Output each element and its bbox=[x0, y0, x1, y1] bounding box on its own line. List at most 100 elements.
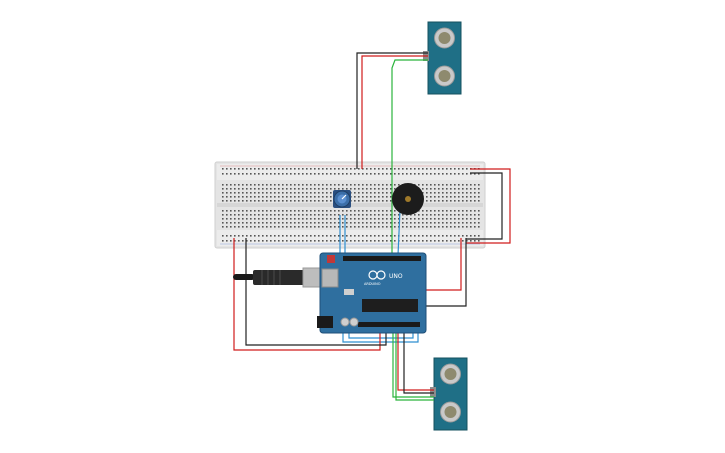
breadboard-hole bbox=[434, 218, 436, 220]
breadboard-hole bbox=[358, 200, 360, 202]
breadboard-hole bbox=[262, 214, 264, 216]
breadboard-hole bbox=[438, 196, 440, 198]
breadboard-hole bbox=[466, 184, 468, 186]
breadboard-hole bbox=[318, 214, 320, 216]
breadboard-hole bbox=[374, 168, 376, 170]
breadboard-hole bbox=[286, 192, 288, 194]
breadboard-hole bbox=[318, 226, 320, 228]
ultrasonic-sensor-bottom[interactable] bbox=[430, 357, 468, 431]
breadboard-hole bbox=[402, 218, 404, 220]
breadboard-hole bbox=[426, 240, 428, 242]
breadboard-hole bbox=[222, 192, 224, 194]
breadboard-hole bbox=[390, 240, 392, 242]
breadboard-hole bbox=[434, 173, 436, 175]
breadboard-hole bbox=[254, 210, 256, 212]
breadboard-hole bbox=[446, 214, 448, 216]
breadboard-hole bbox=[266, 196, 268, 198]
breadboard-hole bbox=[286, 173, 288, 175]
breadboard-hole bbox=[346, 214, 348, 216]
buzzer-center bbox=[405, 196, 411, 202]
breadboard[interactable] bbox=[214, 161, 486, 249]
breadboard-hole bbox=[406, 173, 408, 175]
breadboard-hole bbox=[266, 218, 268, 220]
breadboard-hole bbox=[386, 210, 388, 212]
breadboard-hole bbox=[350, 168, 352, 170]
breadboard-hole bbox=[326, 184, 328, 186]
breadboard-hole bbox=[302, 222, 304, 224]
breadboard-hole bbox=[282, 226, 284, 228]
breadboard-hole bbox=[246, 168, 248, 170]
breadboard-hole bbox=[362, 222, 364, 224]
breadboard-hole bbox=[254, 235, 256, 237]
breadboard-hole bbox=[306, 188, 308, 190]
piezo-buzzer[interactable] bbox=[392, 183, 424, 215]
breadboard-hole bbox=[314, 210, 316, 212]
breadboard-hole bbox=[402, 240, 404, 242]
ultrasonic-sensor-top[interactable] bbox=[423, 21, 462, 95]
breadboard-hole bbox=[430, 235, 432, 237]
breadboard-hole bbox=[346, 226, 348, 228]
breadboard-hole bbox=[430, 226, 432, 228]
breadboard-hole bbox=[378, 173, 380, 175]
breadboard-hole bbox=[274, 222, 276, 224]
breadboard-hole bbox=[226, 210, 228, 212]
breadboard-hole bbox=[450, 192, 452, 194]
breadboard-hole bbox=[442, 168, 444, 170]
breadboard-hole bbox=[290, 218, 292, 220]
breadboard-hole bbox=[258, 200, 260, 202]
breadboard-hole bbox=[450, 200, 452, 202]
breadboard-hole bbox=[446, 240, 448, 242]
breadboard-hole bbox=[374, 173, 376, 175]
breadboard-hole bbox=[358, 226, 360, 228]
breadboard-hole bbox=[342, 168, 344, 170]
breadboard-hole bbox=[246, 210, 248, 212]
breadboard-hole bbox=[294, 226, 296, 228]
breadboard-hole bbox=[278, 218, 280, 220]
breadboard-hole bbox=[310, 168, 312, 170]
breadboard-hole bbox=[334, 188, 336, 190]
breadboard-hole bbox=[418, 214, 420, 216]
breadboard-hole bbox=[346, 240, 348, 242]
breadboard-hole bbox=[242, 214, 244, 216]
breadboard-hole bbox=[326, 240, 328, 242]
breadboard-hole bbox=[446, 200, 448, 202]
breadboard-hole bbox=[334, 168, 336, 170]
breadboard-hole bbox=[442, 196, 444, 198]
breadboard-hole bbox=[298, 200, 300, 202]
breadboard-hole bbox=[246, 196, 248, 198]
arduino-logo-icon bbox=[368, 270, 386, 280]
breadboard-hole bbox=[298, 168, 300, 170]
breadboard-hole bbox=[458, 168, 460, 170]
breadboard-hole bbox=[454, 168, 456, 170]
breadboard-hole bbox=[394, 240, 396, 242]
breadboard-hole bbox=[230, 196, 232, 198]
breadboard-hole bbox=[346, 218, 348, 220]
breadboard-hole bbox=[410, 222, 412, 224]
breadboard-hole bbox=[266, 210, 268, 212]
reset-button[interactable] bbox=[327, 255, 335, 263]
potentiometer[interactable] bbox=[333, 190, 351, 208]
breadboard-hole bbox=[238, 188, 240, 190]
breadboard-hole bbox=[434, 200, 436, 202]
arduino-uno[interactable]: UNO ARDUINO bbox=[317, 252, 427, 334]
breadboard-hole bbox=[242, 210, 244, 212]
breadboard-hole bbox=[350, 184, 352, 186]
breadboard-hole bbox=[322, 210, 324, 212]
breadboard-hole bbox=[250, 192, 252, 194]
breadboard-hole bbox=[266, 222, 268, 224]
breadboard-hole bbox=[302, 168, 304, 170]
breadboard-hole bbox=[370, 218, 372, 220]
breadboard-hole bbox=[398, 184, 400, 186]
breadboard-hole bbox=[238, 214, 240, 216]
breadboard-hole bbox=[474, 200, 476, 202]
breadboard-hole bbox=[426, 235, 428, 237]
breadboard-hole bbox=[366, 196, 368, 198]
breadboard-hole bbox=[462, 168, 464, 170]
breadboard-hole bbox=[274, 188, 276, 190]
breadboard-hole bbox=[454, 218, 456, 220]
breadboard-hole bbox=[314, 240, 316, 242]
breadboard-hole bbox=[438, 226, 440, 228]
breadboard-hole bbox=[286, 200, 288, 202]
breadboard-hole bbox=[466, 222, 468, 224]
breadboard-hole bbox=[418, 168, 420, 170]
